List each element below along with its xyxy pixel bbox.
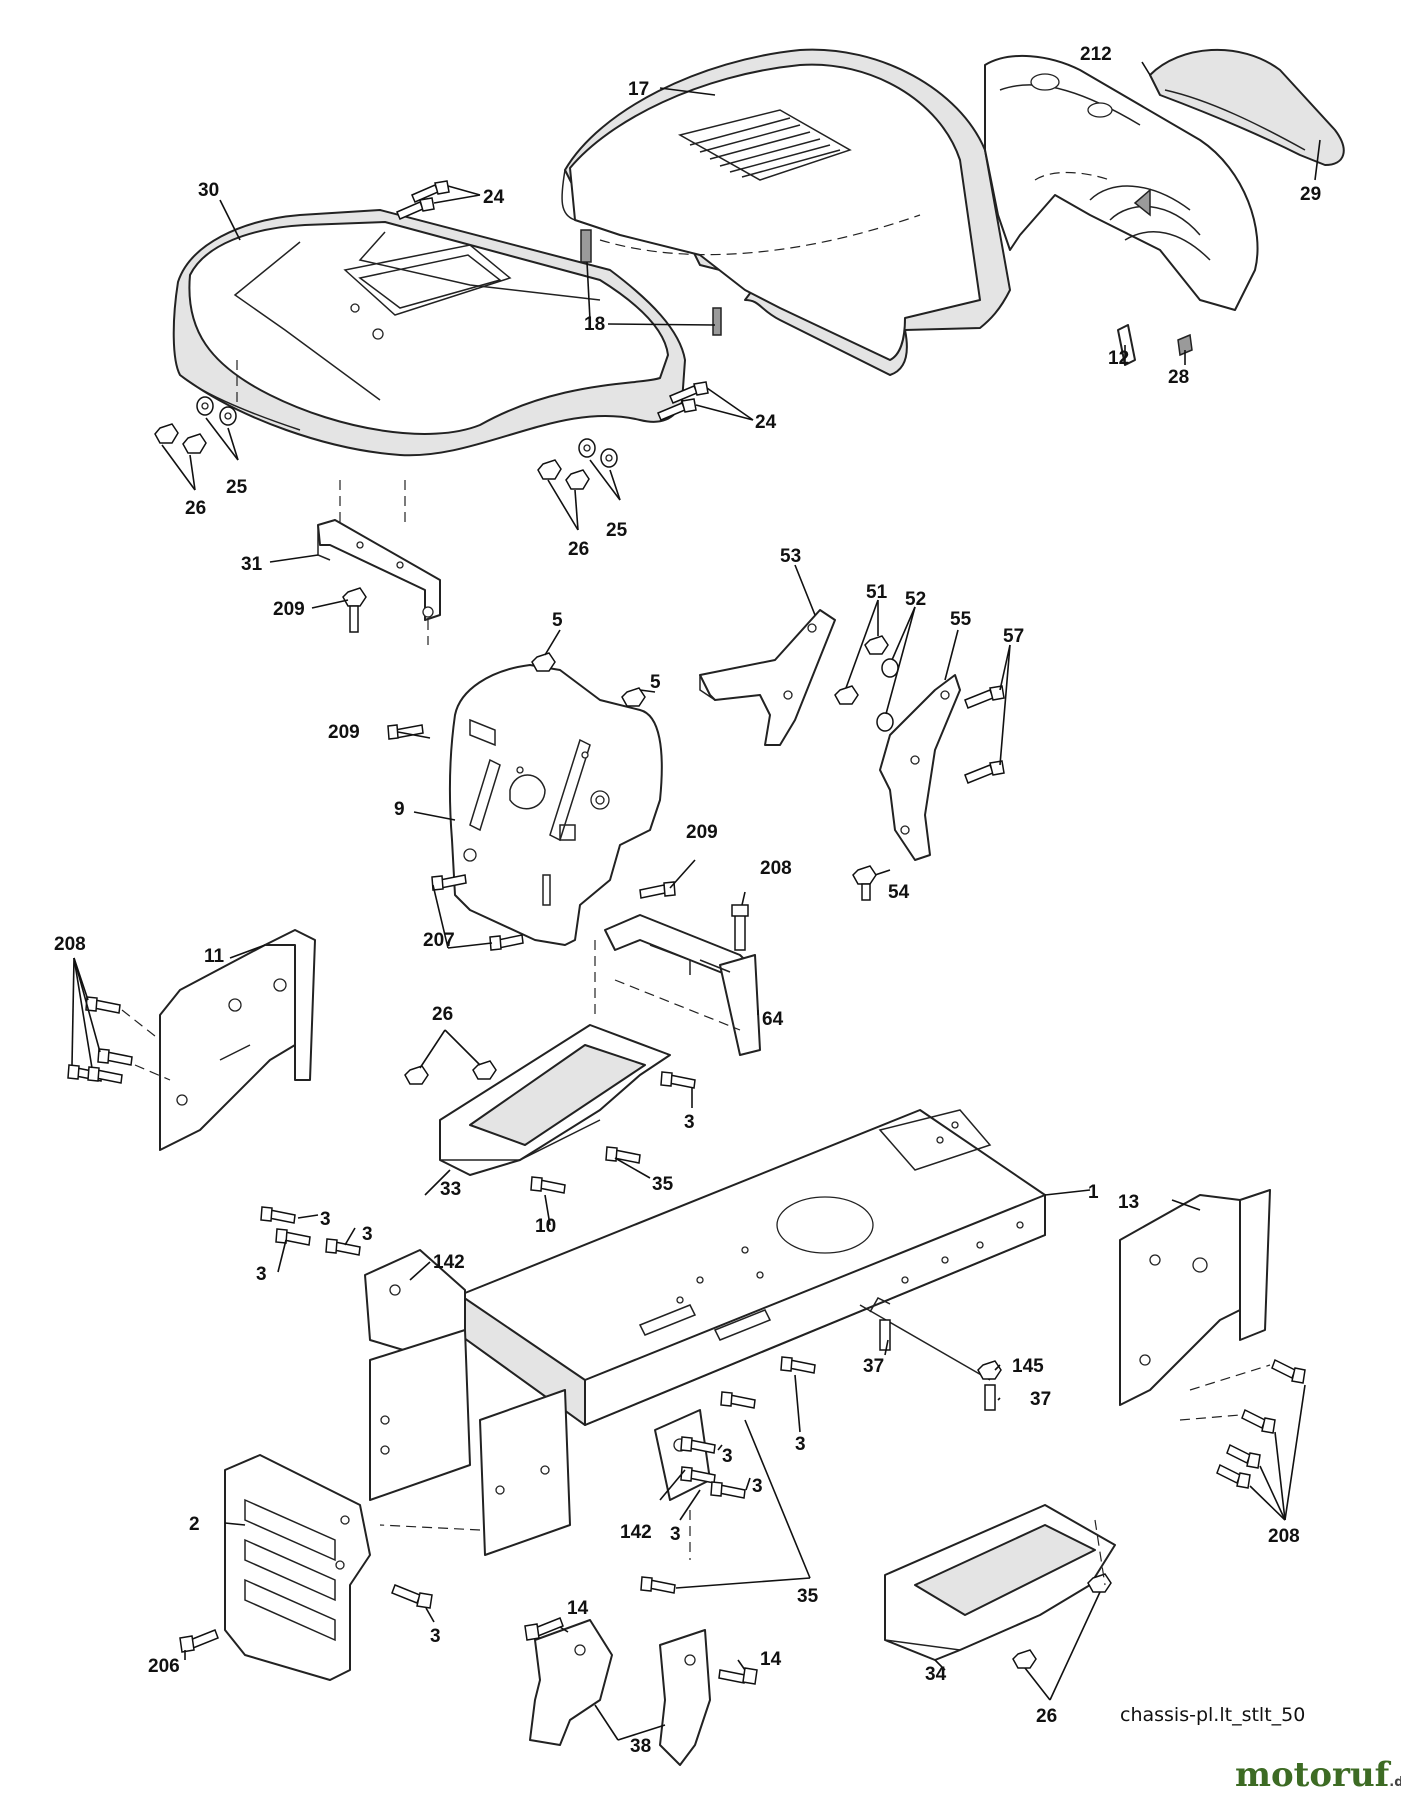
bracket-part-12 — [1117, 324, 1136, 366]
label-57: 57 — [1003, 626, 1024, 647]
label-145: 145 — [1012, 1356, 1044, 1377]
label-35-lower: 35 — [797, 1586, 819, 1607]
label-55: 55 — [950, 609, 972, 630]
label-18: 18 — [584, 314, 605, 335]
bracket-part-55 — [834, 635, 1005, 901]
brand-logo: motoruf.de — [1235, 1755, 1401, 1795]
diagram-caption: chassis-pl.lt_stlt_50 — [1120, 1704, 1305, 1726]
label-10: 10 — [535, 1216, 556, 1237]
label-26-right: 26 — [568, 539, 589, 560]
label-24-lower: 24 — [755, 412, 777, 433]
label-51: 51 — [866, 582, 888, 603]
fender-part-30 — [172, 209, 686, 457]
label-209-mid: 209 — [686, 822, 718, 843]
label-25-right: 25 — [606, 520, 628, 541]
side-panel-part-13 — [1119, 1189, 1306, 1489]
label-3-g: 3 — [670, 1524, 681, 1545]
axle-bracket-part-142 — [260, 1206, 816, 1594]
label-209-left: 209 — [328, 722, 360, 743]
label-142-lower: 142 — [620, 1522, 652, 1543]
label-24: 24 — [483, 187, 505, 208]
label-207: 207 — [423, 930, 455, 951]
leader-lines — [71, 61, 1321, 1741]
bracket-part-64 — [594, 904, 761, 1056]
headlight-lens-part-29 — [1149, 48, 1345, 166]
label-17: 17 — [628, 79, 649, 100]
brand-logo-suffix: .de — [1389, 1775, 1401, 1790]
label-34: 34 — [925, 1664, 947, 1685]
label-3: 3 — [684, 1112, 695, 1133]
label-3-h: 3 — [430, 1626, 441, 1647]
label-64: 64 — [762, 1009, 784, 1030]
label-9: 9 — [394, 799, 405, 820]
label-26-lower: 26 — [1036, 1706, 1057, 1727]
part-number-labels: 17 212 29 30 24 18 12 28 24 25 26 26 25 … — [54, 44, 1321, 1757]
label-3-d: 3 — [795, 1434, 806, 1455]
label-28: 28 — [1168, 367, 1189, 388]
brand-logo-text: motoruf.de — [1235, 1755, 1401, 1795]
label-208-right: 208 — [1268, 1526, 1300, 1547]
label-54: 54 — [888, 882, 910, 903]
label-33: 33 — [440, 1179, 461, 1200]
fender-bracket-part-31 — [317, 519, 441, 645]
label-3-c: 3 — [256, 1264, 267, 1285]
label-30: 30 — [198, 180, 219, 201]
label-12: 12 — [1108, 348, 1129, 369]
label-52: 52 — [905, 589, 926, 610]
label-208-left: 208 — [54, 934, 86, 955]
side-panel-part-11 — [67, 929, 316, 1151]
label-208: 208 — [760, 858, 792, 879]
label-3-b: 3 — [362, 1224, 373, 1245]
label-3-e: 3 — [722, 1446, 733, 1467]
dash-panel-part-9 — [387, 652, 676, 951]
label-13: 13 — [1118, 1192, 1139, 1213]
bracket-part-38 — [524, 1617, 758, 1766]
fender-hardware — [154, 180, 709, 525]
label-1: 1 — [1088, 1182, 1099, 1203]
label-206: 206 — [148, 1656, 180, 1677]
label-26: 26 — [185, 498, 206, 519]
frame-part-1 — [459, 1109, 1046, 1426]
label-5-right: 5 — [650, 672, 661, 693]
label-5: 5 — [552, 610, 563, 631]
label-14: 14 — [567, 1598, 589, 1619]
label-29: 29 — [1300, 184, 1321, 205]
label-2: 2 — [189, 1514, 200, 1535]
label-3-f: 3 — [752, 1476, 763, 1497]
footrest-part-33 — [404, 1024, 696, 1194]
label-11: 11 — [204, 946, 225, 967]
label-38: 38 — [630, 1736, 651, 1757]
label-25: 25 — [226, 477, 248, 498]
label-14-right: 14 — [760, 1649, 782, 1670]
label-53: 53 — [780, 546, 801, 567]
brand-logo-main: motoruf — [1235, 1755, 1392, 1795]
label-31: 31 — [241, 554, 263, 575]
footrest-part-34 — [884, 1504, 1116, 1669]
label-209: 209 — [273, 599, 305, 620]
grille-part-212 — [984, 55, 1259, 311]
label-3-a: 3 — [320, 1209, 331, 1230]
label-37: 37 — [863, 1356, 884, 1377]
label-142: 142 — [433, 1252, 465, 1273]
label-35: 35 — [652, 1174, 674, 1195]
clip-part-28 — [1177, 333, 1193, 357]
front-plate-part-2 — [179, 1454, 433, 1681]
label-26-mid: 26 — [432, 1004, 453, 1025]
bracket-part-53 — [699, 609, 836, 746]
label-212: 212 — [1080, 44, 1112, 65]
hood-part-17 — [561, 48, 1011, 376]
label-37-right: 37 — [1030, 1389, 1051, 1410]
